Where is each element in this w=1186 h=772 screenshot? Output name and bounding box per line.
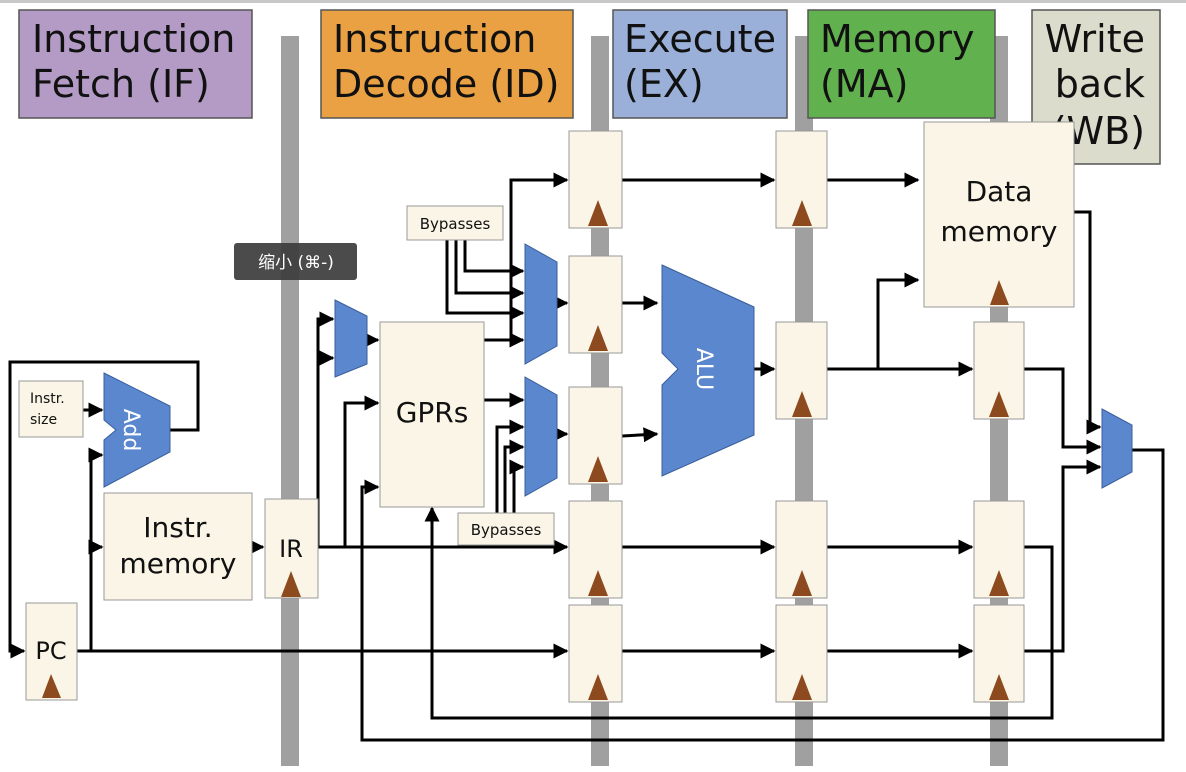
stage-id-line1: Instruction [333, 17, 536, 61]
stage-ma-line2: (MA) [820, 62, 908, 106]
ex-ma-reg-row4 [775, 604, 828, 703]
ma-wb-reg-row2 [973, 500, 1025, 599]
operand-a-mux [524, 243, 558, 365]
id-ex-reg-row1 [568, 130, 623, 229]
alu: ALU [661, 264, 755, 477]
data-memory-block: Data memory [923, 121, 1075, 308]
top-border [0, 0, 1186, 3]
id-ex-reg-row3 [568, 386, 623, 485]
ir-register: IR [264, 498, 319, 599]
ma-wb-reg-row3 [973, 604, 1025, 703]
stage-if-line1: Instruction [32, 17, 235, 61]
instr-size-line2: size [30, 412, 57, 428]
writeback-mux [1101, 408, 1133, 489]
clock-icon [588, 570, 608, 596]
id-ex-reg-row2 [568, 255, 623, 354]
clock-icon [792, 570, 812, 596]
stage-if-line2: Fetch (IF) [32, 62, 210, 106]
stage-if-header: Instruction Fetch (IF) [18, 9, 253, 119]
operand-b-mux [524, 376, 558, 497]
stage-ma-line1: Memory [820, 17, 975, 61]
tooltip-text: 缩小 (⌘-) [258, 253, 334, 273]
ex-ma-reg-row2 [775, 321, 828, 420]
clock-icon [989, 391, 1009, 417]
gprs-label: GPRs [396, 396, 469, 429]
pc-label: PC [35, 637, 66, 665]
register-select-mux [334, 299, 368, 378]
clock-icon [792, 200, 812, 226]
clock-icon [588, 456, 608, 482]
clock-icon [989, 674, 1009, 700]
id-ex-pipeline-registers [568, 130, 623, 703]
data-memory-line1: Data [966, 175, 1033, 208]
pc-register: PC [25, 602, 78, 701]
clock-icon [588, 325, 608, 351]
id-ex-reg-row5 [568, 604, 623, 703]
stage-ex-line1: Execute [624, 17, 776, 61]
id-ex-reg-row4 [568, 500, 623, 599]
stage-ma-header: Memory (MA) [807, 9, 996, 119]
adder-label: Add [118, 409, 143, 452]
instr-memory-block: Instr. memory [103, 492, 253, 601]
instr-size-line1: Instr. [30, 391, 65, 407]
stage-id-header: Instruction Decode (ID) [320, 9, 574, 119]
stage-wb-line1: Write [1045, 17, 1145, 61]
pc-clock-icon [42, 674, 61, 698]
ma-wb-reg-row1 [973, 321, 1025, 420]
zoom-out-tooltip: 缩小 (⌘-) [234, 243, 357, 280]
instr-size-block: Instr. size [18, 380, 84, 438]
stage-ex-line2: (EX) [624, 62, 704, 106]
clock-icon [792, 391, 812, 417]
adder: Add [103, 372, 171, 488]
instr-memory-line1: Instr. [143, 511, 212, 544]
bypasses-bottom-label: Bypasses [457, 512, 555, 546]
bypasses-top-text: Bypasses [420, 215, 491, 233]
clock-icon [990, 280, 1009, 305]
ex-ma-reg-row1 [775, 130, 828, 229]
wires [8, 172, 1165, 742]
clock-icon [588, 200, 608, 226]
clock-icon [588, 674, 608, 700]
pipeline-bar-if-id [281, 36, 299, 766]
ma-wb-pipeline-registers [973, 321, 1025, 703]
data-memory-line2: memory [941, 215, 1058, 248]
ex-ma-pipeline-registers [775, 130, 828, 703]
gprs-block: GPRs [379, 321, 485, 508]
ir-label: IR [279, 535, 303, 563]
instr-memory-line2: memory [120, 547, 237, 580]
ex-ma-reg-row3 [775, 500, 828, 599]
alu-label: ALU [691, 348, 716, 390]
bypasses-top-label: Bypasses [406, 205, 504, 241]
stage-ex-header: Execute (EX) [612, 9, 788, 119]
clock-icon [989, 570, 1009, 596]
clock-icon [792, 674, 812, 700]
bypasses-bottom-text: Bypasses [471, 521, 542, 539]
stage-id-line2: Decode (ID) [333, 62, 559, 106]
stage-wb-line2: back [1055, 62, 1145, 106]
ir-clock-icon [281, 571, 301, 597]
